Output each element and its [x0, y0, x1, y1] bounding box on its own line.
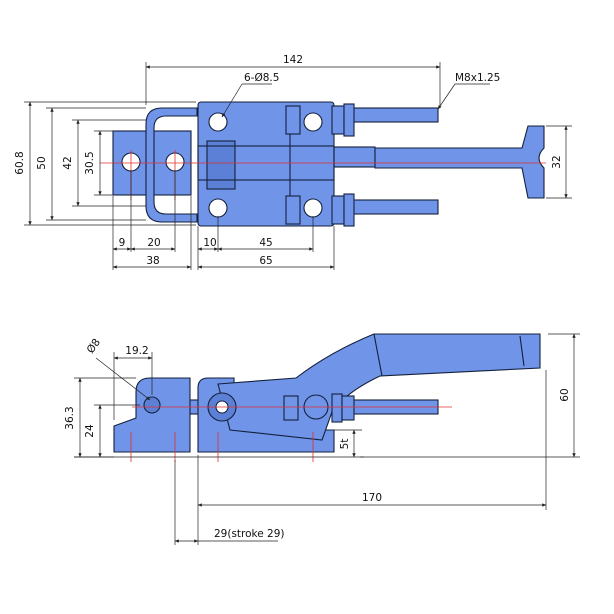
top-rod-lower — [339, 199, 439, 215]
side-pin — [143, 396, 161, 414]
dim-pin-dia: Ø8 — [85, 337, 103, 356]
dim-height-outer: 60.8 — [14, 151, 26, 174]
dim-width-38: 38 — [146, 255, 159, 267]
top-rod-upper — [339, 107, 439, 123]
dim-width-65: 65 — [259, 255, 272, 267]
dim-base-thk: 5t — [339, 439, 351, 450]
dim-height-42: 42 — [62, 156, 74, 169]
top-link-loop — [145, 107, 198, 223]
side-view — [113, 333, 541, 462]
top-hex-nuts — [285, 103, 355, 227]
side-handle-arm — [217, 333, 541, 441]
top-hole — [303, 112, 323, 132]
top-hole — [303, 198, 323, 218]
top-view — [100, 101, 546, 227]
dim-pitch-45: 45 — [259, 237, 272, 249]
side-nut — [331, 393, 343, 423]
top-t-handle — [374, 125, 545, 199]
dim-height-24: 24 — [84, 424, 96, 438]
dim-pitch-9: 9 — [119, 237, 126, 249]
side-view-dimensions: Ø8 19.2 36.3 24 60 5t 170 29( — [64, 333, 580, 545]
dim-height-50: 50 — [36, 156, 48, 169]
dim-height-30-5: 30.5 — [84, 151, 96, 174]
dim-length-170: 170 — [362, 492, 382, 504]
top-hole — [208, 198, 228, 218]
dim-pitch-10: 10 — [203, 237, 216, 249]
dim-holes: 6-Ø8.5 — [244, 72, 279, 84]
side-nut — [283, 395, 299, 421]
dim-height-60: 60 — [559, 388, 571, 401]
side-nut — [341, 395, 355, 421]
top-plunger — [329, 146, 376, 168]
dim-thread: M8x1.25 — [455, 72, 500, 84]
side-left-block — [113, 377, 191, 453]
dim-stroke: 29(stroke 29) — [214, 528, 285, 540]
dim-handle-width: 32 — [551, 155, 563, 168]
top-view-dimensions: 142 6-Ø8.5 M8x1.25 60.8 50 42 30.5 32 — [14, 54, 572, 270]
dim-height-36-3: 36.3 — [64, 406, 76, 429]
dim-offset-19-2: 19.2 — [125, 345, 148, 357]
dim-overall-length: 142 — [283, 54, 303, 66]
top-hole — [208, 112, 228, 132]
dim-pitch-20: 20 — [147, 237, 160, 249]
